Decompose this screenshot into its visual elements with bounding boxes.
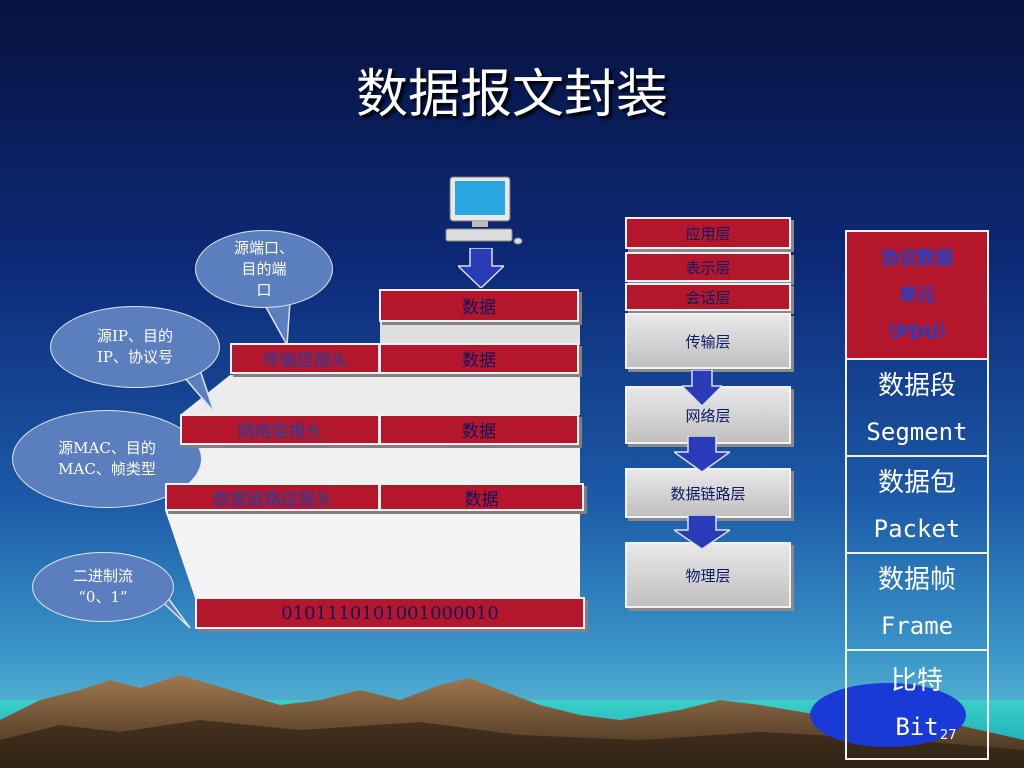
bubble-physical: 二进制流 “0、1” — [32, 552, 174, 622]
pdu-en: Packet — [873, 515, 961, 543]
data-segment-row4: 数据 — [379, 483, 584, 511]
pdu-header-line2: 单元 — [899, 285, 935, 306]
page-title: 数据报文封装 — [355, 65, 668, 125]
osi-session: 会话层 — [625, 283, 791, 311]
data-segment-row1: 数据 — [379, 289, 579, 322]
pdu-en: Bit — [895, 713, 939, 741]
down-arrow-icon — [458, 248, 504, 288]
down-arrow-icon — [682, 370, 722, 406]
pdu-row-segment: 数据段 Segment — [847, 360, 987, 457]
bit-stream: 0101110101001000010 — [195, 597, 585, 629]
pdu-en: Frame — [880, 612, 954, 640]
bubble-transport: 源端口、 目的端 口 — [195, 230, 333, 308]
pdu-zh: 数据帧 — [877, 565, 956, 595]
pdu-row-packet: 数据包 Packet — [847, 457, 987, 554]
pdu-zh: 数据包 — [877, 468, 956, 498]
pdu-header: 协议数据 单元 （PDU） — [847, 232, 987, 360]
down-arrow-icon — [674, 515, 730, 549]
pdu-header-line3: （PDU） — [877, 322, 957, 343]
osi-presentation: 表示层 — [625, 252, 791, 282]
datalink-header: 数据链路层报头 — [165, 483, 380, 511]
pdu-zh: 数据段 — [877, 371, 956, 401]
pdu-header-line1: 协议数据 — [881, 248, 953, 269]
data-segment-row2: 数据 — [379, 343, 579, 374]
pdu-row-frame: 数据帧 Frame — [847, 554, 987, 651]
pdu-en: Segment — [866, 418, 968, 446]
pdu-row-bit: 比特 Bit — [847, 651, 987, 758]
pdu-zh: 比特 — [890, 666, 943, 696]
down-arrow-icon — [674, 436, 730, 472]
pdu-table: 协议数据 单元 （PDU） 数据段 Segment 数据包 Packet 数据帧… — [845, 230, 989, 760]
transport-header: 传输层报头 — [230, 343, 380, 374]
osi-transport: 传输层 — [625, 313, 791, 369]
osi-application: 应用层 — [625, 217, 791, 249]
data-segment-row3: 数据 — [379, 414, 579, 445]
osi-physical: 物理层 — [625, 542, 791, 608]
network-header: 网络层报头 — [180, 414, 380, 445]
bubble-network: 源IP、目的 IP、协议号 — [50, 306, 220, 388]
slide-number: 27 — [940, 728, 957, 743]
osi-datalink: 数据链路层 — [625, 468, 791, 518]
computer-icon — [445, 176, 523, 245]
